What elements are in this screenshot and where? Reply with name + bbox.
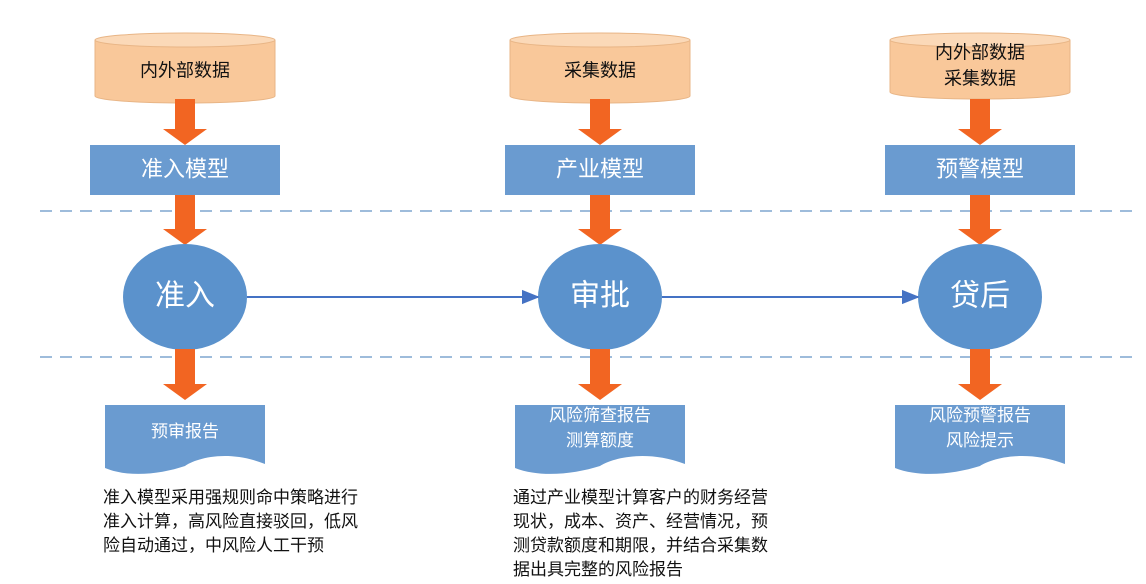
output-document-admission: 预审报告 [105,405,265,474]
stage-circle-approval: 审批 [538,244,662,350]
data-source-label: 内外部数据 [140,61,230,82]
output-document-label: 测算额度 [566,431,634,451]
output-document-label: 风险筛查报告 [549,406,651,426]
stage-circle-post-loan: 贷后 [918,244,1042,350]
arrow-down-stage-post-loan [958,349,1002,400]
data-source-label: 采集数据 [564,61,636,82]
data-source-cylinder-approval: 采集数据 [509,32,691,104]
stage-label: 贷后 [950,279,1010,314]
arrow-down-model-post-loan [958,195,1002,245]
model-label: 产业模型 [556,158,644,183]
arrow-down-source-admission [163,99,207,145]
output-document-label: 预审报告 [151,422,219,442]
data-source-label: 采集数据 [944,69,1016,90]
arrow-down-model-approval [578,195,622,245]
stage-description-approval: 通过产业模型计算客户的财务经营 现状，成本、资产、经营情况，预 测贷款额度和期限… [513,488,768,580]
arrow-down-source-approval [578,99,622,145]
arrow-down-stage-approval [578,349,622,400]
model-box-admission: 准入模型 [90,145,280,195]
arrow-down-source-post-loan [958,99,1002,145]
output-document-label: 风险提示 [946,431,1014,451]
output-document-label: 风险预警报告 [929,406,1031,426]
stage-description-admission: 准入模型采用强规则命中策略进行 准入计算，高风险直接驳回，低风 险自动通过，中风… [103,488,358,556]
model-label: 准入模型 [141,158,229,183]
data-source-label: 内外部数据 [935,43,1025,64]
arrow-down-model-admission [163,195,207,245]
model-box-approval: 产业模型 [505,145,695,195]
stage-label: 审批 [570,279,630,314]
model-box-post-loan: 预警模型 [885,145,1075,195]
arrow-down-stage-admission [163,349,207,400]
stage-label: 准入 [155,279,215,314]
data-source-cylinder-admission: 内外部数据 [94,32,276,104]
model-label: 预警模型 [936,158,1024,183]
stage-circle-admission: 准入 [123,244,247,350]
